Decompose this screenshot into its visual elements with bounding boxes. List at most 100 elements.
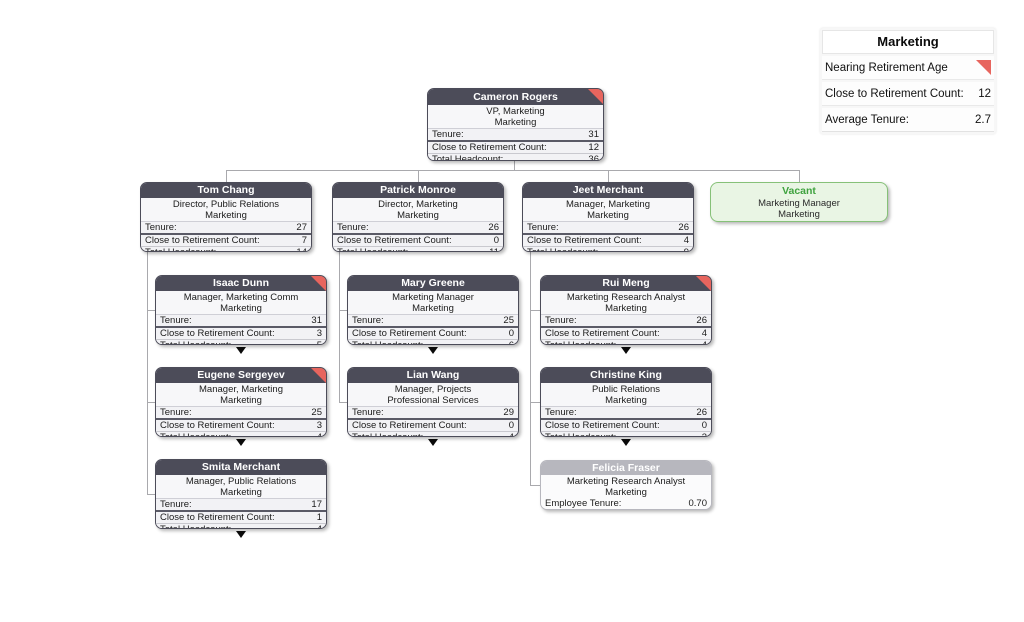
- stat-row-headcount: Total Headcount:4: [156, 432, 326, 436]
- node-name-text: Mary Greene: [401, 277, 465, 289]
- node-title: Manager, Public Relations: [185, 476, 297, 487]
- legend-panel: Marketing Nearing Retirement Age Close t…: [820, 28, 996, 134]
- legend-label: Nearing Retirement Age: [825, 61, 948, 74]
- node-department: Professional Services: [387, 395, 479, 406]
- org-node-tom-chang[interactable]: Tom Chang Director, Public Relations Mar…: [140, 182, 312, 252]
- node-name: Isaac Dunn: [156, 276, 326, 291]
- stat-row-close-to-retirement: Close to Retirement Count:3: [156, 328, 326, 340]
- node-name: Tom Chang: [141, 183, 311, 198]
- expand-children-icon[interactable]: [236, 531, 246, 538]
- node-title: Manager, Marketing: [566, 199, 650, 210]
- expand-children-icon[interactable]: [621, 347, 631, 354]
- connector-line: [530, 485, 540, 486]
- stat-row-headcount: Total Headcount:14: [141, 247, 311, 251]
- stat-row-tenure: Tenure:26: [541, 407, 711, 420]
- stat-row-close-to-retirement: Close to Retirement Count:7: [141, 235, 311, 247]
- nearing-retirement-icon: [311, 276, 326, 291]
- node-department: Marketing: [587, 210, 629, 221]
- legend-title: Marketing: [822, 30, 994, 54]
- expand-children-icon[interactable]: [621, 439, 631, 446]
- node-name-text: Lian Wang: [406, 369, 460, 381]
- node-name-text: Rui Meng: [602, 277, 650, 289]
- stat-row-close-to-retirement: Close to Retirement Count:0: [333, 235, 503, 247]
- stat-row-employee-tenure: Employee Tenure:0.70: [541, 498, 711, 509]
- connector-line: [147, 310, 155, 311]
- legend-label: Average Tenure:: [825, 113, 909, 126]
- node-title: Manager, Marketing Comm: [183, 292, 299, 303]
- node-name: Patrick Monroe: [333, 183, 503, 198]
- stat-row-headcount: Total Headcount:4: [541, 340, 711, 344]
- expand-children-icon[interactable]: [428, 347, 438, 354]
- org-node-christine-king[interactable]: Christine King Public Relations Marketin…: [540, 367, 712, 437]
- org-node-eugene-sergeyev[interactable]: Eugene Sergeyev Manager, Marketing Marke…: [155, 367, 327, 437]
- expand-children-icon[interactable]: [236, 439, 246, 446]
- stat-row-tenure: Tenure:26: [333, 222, 503, 235]
- node-name: Christine King: [541, 368, 711, 383]
- legend-value: 12: [978, 87, 991, 100]
- node-name-text: Smita Merchant: [201, 461, 281, 473]
- stat-row-headcount: Total Headcount:3: [541, 432, 711, 436]
- legend-row-close-to-retirement: Close to Retirement Count: 12: [822, 82, 994, 106]
- node-name-text: Jeet Merchant: [572, 184, 644, 196]
- stat-row-tenure: Tenure:25: [156, 407, 326, 420]
- node-department: Marketing: [494, 117, 537, 128]
- nearing-retirement-icon: [976, 60, 991, 75]
- org-node-lian-wang[interactable]: Lian Wang Manager, Projects Professional…: [347, 367, 519, 437]
- stat-row-headcount: Total Headcount:6: [348, 340, 518, 344]
- connector-line: [226, 170, 799, 171]
- org-node-smita-merchant[interactable]: Smita Merchant Manager, Public Relations…: [155, 459, 327, 529]
- org-node-patrick-monroe[interactable]: Patrick Monroe Director, Marketing Marke…: [332, 182, 504, 252]
- node-title: Director, Public Relations: [172, 199, 280, 210]
- stat-row-headcount: Total Headcount:4: [156, 524, 326, 528]
- node-department: Marketing: [220, 487, 262, 498]
- expand-children-icon[interactable]: [428, 439, 438, 446]
- node-title: Marketing Manager: [392, 292, 474, 303]
- stat-row-close-to-retirement: Close to Retirement Count:0: [348, 420, 518, 432]
- connector-line: [530, 402, 540, 403]
- node-name-text: Patrick Monroe: [380, 184, 456, 196]
- connector-line: [418, 170, 419, 182]
- node-name: Eugene Sergeyev: [156, 368, 326, 383]
- stat-row-close-to-retirement: Close to Retirement Count:4: [541, 328, 711, 340]
- connector-line: [339, 310, 347, 311]
- expand-children-icon[interactable]: [236, 347, 246, 354]
- connector-line: [147, 402, 155, 403]
- stat-row-headcount: Total Headcount:11: [333, 247, 503, 251]
- node-name-text: Felicia Fraser: [592, 462, 660, 474]
- node-title: Director, Marketing: [378, 199, 458, 210]
- node-name: Mary Greene: [348, 276, 518, 291]
- org-node-cameron-rogers[interactable]: Cameron Rogers VP, Marketing Marketing T…: [427, 88, 604, 161]
- node-department: Marketing: [205, 210, 247, 221]
- stat-row-close-to-retirement: Close to Retirement Count:12: [428, 142, 603, 154]
- stat-row-tenure: Tenure:31: [428, 129, 603, 142]
- stat-row-headcount: Total Headcount:4: [348, 432, 518, 436]
- stat-row-tenure: Tenure:26: [541, 315, 711, 328]
- node-title: Marketing Manager: [758, 197, 840, 209]
- org-node-vacant[interactable]: Vacant Marketing Manager Marketing: [710, 182, 888, 222]
- node-name: Cameron Rogers: [428, 89, 603, 105]
- org-node-rui-meng[interactable]: Rui Meng Marketing Research Analyst Mark…: [540, 275, 712, 345]
- node-department: Marketing: [778, 208, 820, 220]
- legend-row-average-tenure: Average Tenure: 2.7: [822, 108, 994, 132]
- node-name: Smita Merchant: [156, 460, 326, 475]
- node-name-text: Isaac Dunn: [212, 277, 270, 289]
- stat-row-headcount: Total Headcount:36: [428, 154, 603, 160]
- stat-row-tenure: Tenure:27: [141, 222, 311, 235]
- stat-row-close-to-retirement: Close to Retirement Count:1: [156, 512, 326, 524]
- connector-line: [514, 161, 515, 170]
- org-node-jeet-merchant[interactable]: Jeet Merchant Manager, Marketing Marketi…: [522, 182, 694, 252]
- nearing-retirement-icon: [588, 89, 603, 104]
- connector-line: [339, 252, 340, 402]
- stat-row-headcount: Total Headcount:9: [523, 247, 693, 251]
- node-department: Marketing: [605, 395, 647, 406]
- org-node-isaac-dunn[interactable]: Isaac Dunn Manager, Marketing Comm Marke…: [155, 275, 327, 345]
- org-node-mary-greene[interactable]: Mary Greene Marketing Manager Marketing …: [347, 275, 519, 345]
- node-department: Marketing: [397, 210, 439, 221]
- connector-line: [147, 252, 148, 494]
- org-node-felicia-fraser[interactable]: Felicia Fraser Marketing Research Analys…: [540, 460, 712, 510]
- node-name-text: Tom Chang: [197, 184, 255, 196]
- legend-value: 2.7: [975, 113, 991, 126]
- connector-line: [799, 170, 800, 182]
- node-department: Marketing: [605, 487, 647, 498]
